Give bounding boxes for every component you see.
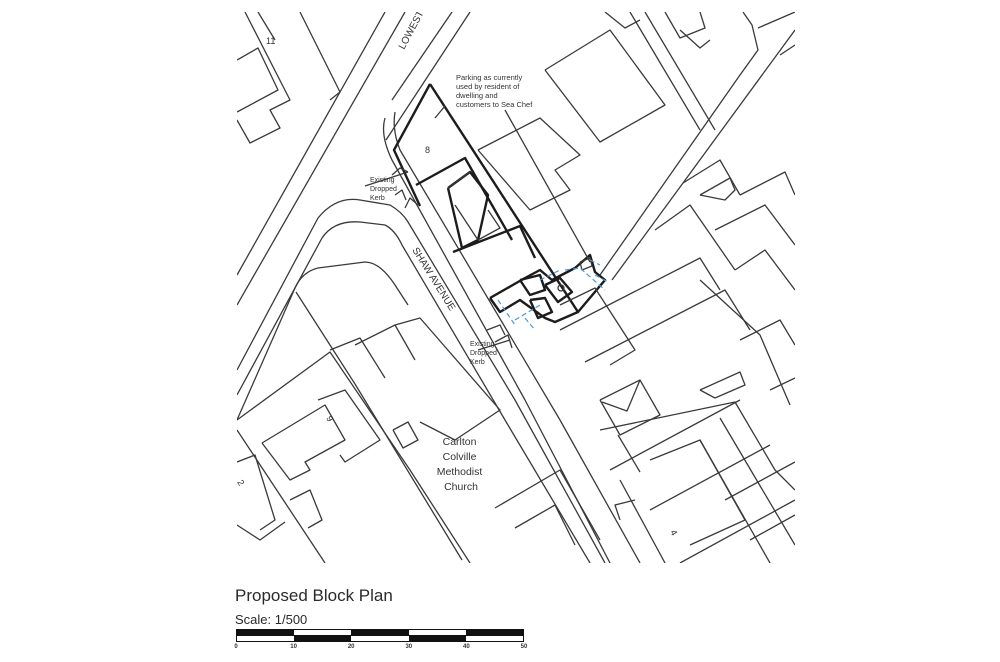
site-boundary: [392, 83, 580, 313]
drawing-scale: Scale: 1/500: [235, 612, 308, 627]
plot-9: [237, 389, 381, 563]
neighbour-plots-south: [559, 257, 795, 563]
scale-bar-ticks: 0 10 20 30 40 50: [234, 644, 527, 654]
church-label: Carlton Colville Methodist Church: [437, 436, 485, 493]
kerb-note-north: Existing Dropped Kerb: [370, 177, 399, 202]
house-number-4: 4: [668, 528, 679, 537]
lowestoft-road: [237, 12, 471, 306]
scale-bar-bottom-row: [236, 636, 524, 642]
scale-bar-top-row: [236, 629, 524, 636]
house-number-8: 8: [425, 145, 430, 155]
house-number-9: 9: [324, 414, 335, 423]
scale-bar: 0 10 20 30 40 50: [234, 629, 527, 650]
house-number-2: 2: [235, 478, 246, 487]
house-number-11: 11: [266, 36, 275, 46]
scale-tick-0: 0: [234, 644, 238, 650]
parking-note-leader: [434, 105, 446, 119]
scale-tick-50: 50: [520, 644, 528, 650]
scale-tick-20: 20: [347, 644, 355, 650]
plot-11: [237, 12, 341, 144]
title-block: Proposed Block Plan Scale: 1/500: [235, 586, 393, 628]
parking-note: Parking as currently used by resident of…: [456, 73, 533, 109]
scale-tick-30: 30: [405, 644, 413, 650]
scale-tick-40: 40: [463, 644, 470, 650]
kerb-note-south: Existing Dropped Kerb: [470, 341, 499, 366]
neighbour-plots-north: [477, 12, 795, 291]
road-label-lowestoft: LOWEST: [397, 9, 427, 51]
church-plot: [237, 291, 601, 563]
proposed-building: [489, 253, 609, 331]
shaw-avenue-road: [237, 111, 641, 563]
dropped-kerb-north-marker: [364, 167, 419, 209]
scale-tick-10: 10: [290, 644, 297, 650]
drawing-title: Proposed Block Plan: [235, 586, 393, 605]
dropped-kerb-south-marker: [477, 324, 513, 351]
road-label-shaw-avenue: SHAW AVENUE: [409, 246, 457, 313]
